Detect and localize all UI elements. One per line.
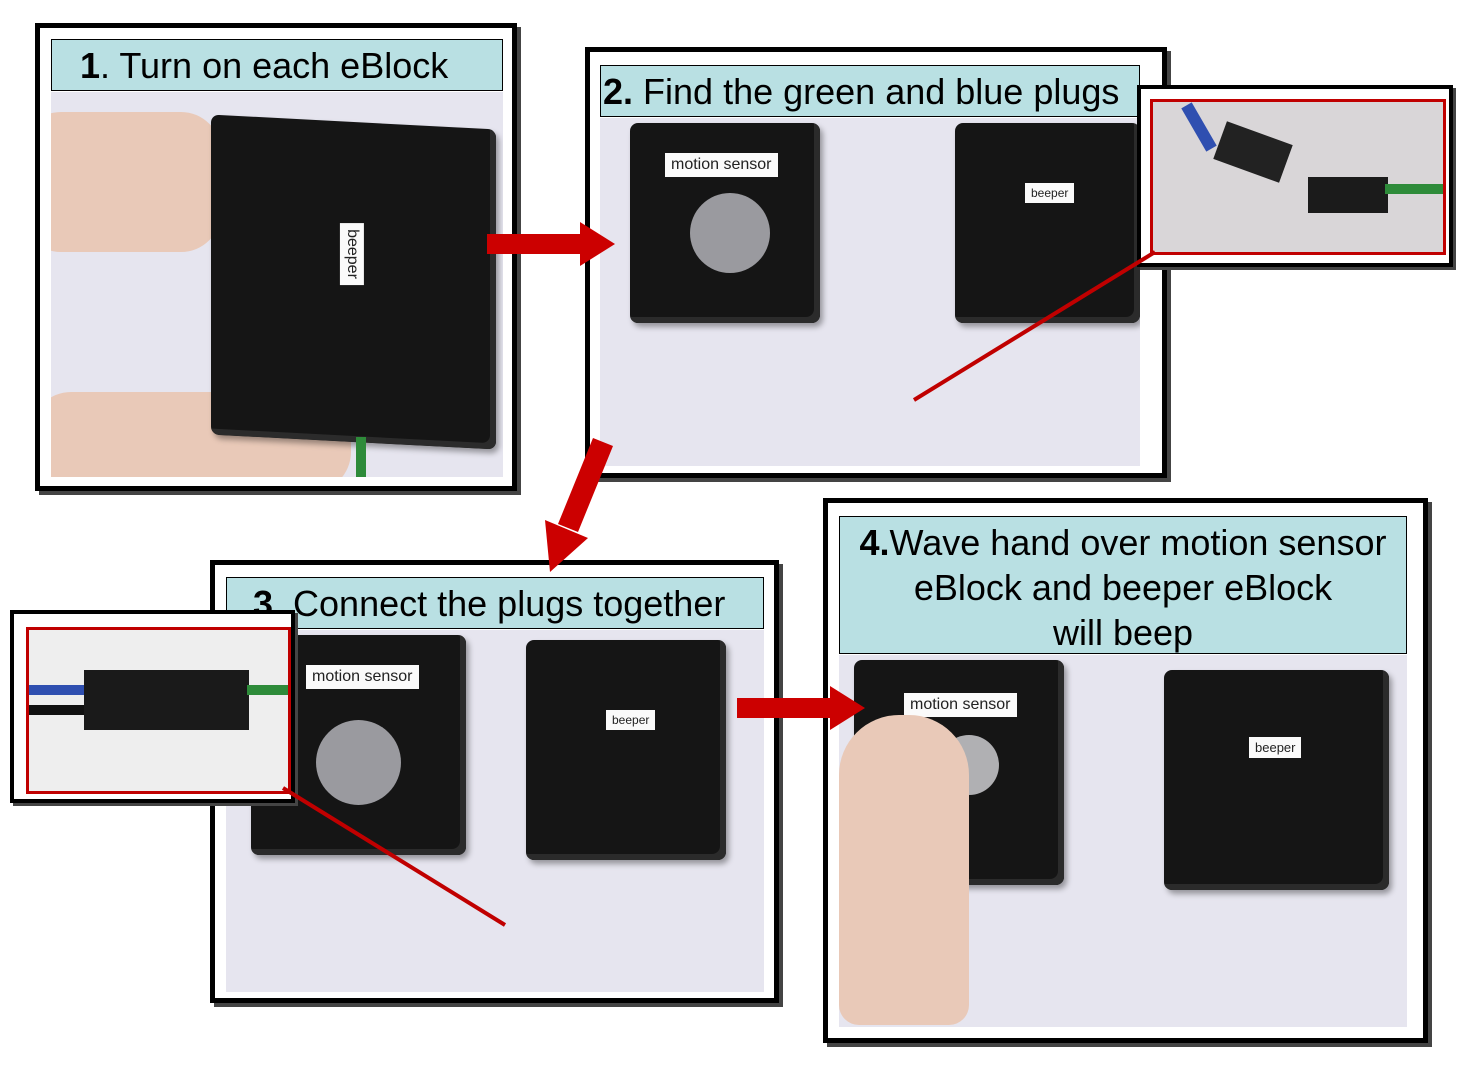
green-wire — [1385, 184, 1443, 194]
step-4-number: 4. — [859, 522, 890, 563]
green-wire — [247, 685, 288, 695]
connected-plug — [84, 670, 249, 730]
connected-plugs-zoom-image — [26, 627, 291, 794]
motion-sensor-label: motion sensor — [306, 665, 419, 689]
step-2-photo: motion sensor beeper — [600, 118, 1140, 466]
step-1-number: 1 — [80, 45, 101, 86]
step-1-text: . Turn on each eBlock — [100, 45, 449, 86]
step-2-panel: 2. Find the green and blue plugs motion … — [585, 47, 1167, 478]
motion-sensor-lens — [316, 720, 401, 805]
step-4-text: Wave hand over motion sensor — [889, 522, 1387, 563]
beeper-label: beeper — [606, 710, 656, 730]
step-1-caption: 1. Turn on each eBlock — [51, 39, 503, 91]
step-4-line-1: 4.Wave hand over motion sensor — [840, 520, 1406, 565]
beeper-label: beeper — [1249, 737, 1302, 758]
beeper-label: beeper — [1025, 183, 1075, 203]
zoom-connector-step2 — [912, 250, 1157, 402]
motion-sensor-label: motion sensor — [904, 693, 1017, 717]
beeper-eblock — [1164, 670, 1389, 890]
black-wire — [29, 705, 89, 715]
connected-plugs-zoom-panel — [10, 610, 295, 803]
green-wire — [356, 437, 366, 477]
motion-sensor-label: motion sensor — [665, 153, 778, 177]
arrow-step3-to-step4 — [737, 686, 865, 730]
blue-wire — [29, 685, 89, 695]
step-4-line-2: eBlock and beeper eBlock — [913, 567, 1333, 608]
step-4-line-3: will beep — [1052, 612, 1194, 653]
beeper-eblock — [526, 640, 726, 860]
step-3-caption: 3. Connect the plugs together — [226, 577, 764, 629]
step-2-text: Find the green and blue plugs — [633, 71, 1120, 112]
hand-left — [51, 112, 221, 252]
step-2-caption: 2. Find the green and blue plugs — [600, 65, 1140, 117]
step-1-photo: beeper — [51, 92, 503, 477]
green-plug — [1308, 177, 1388, 213]
plugs-zoom-panel — [1137, 85, 1453, 267]
beeper-eblock — [955, 123, 1140, 323]
arrow-step2-to-step3 — [545, 438, 613, 572]
arrow-step1-to-step2 — [487, 222, 615, 266]
step-3-text: Connect the plugs together — [283, 583, 726, 624]
zoom-connector-step3 — [281, 786, 507, 927]
motion-sensor-lens — [690, 193, 770, 273]
hand-over-sensor — [839, 715, 969, 1025]
step-4-panel: 4.Wave hand over motion sensor eBlock an… — [823, 498, 1428, 1043]
step-4-caption: 4.Wave hand over motion sensor eBlock an… — [839, 516, 1407, 654]
step-2-number: 2. — [603, 71, 634, 112]
step-1-panel: 1. Turn on each eBlock beeper — [35, 23, 517, 491]
plugs-zoom-image — [1150, 99, 1446, 255]
step-4-photo: motion sensor beeper — [839, 655, 1407, 1027]
